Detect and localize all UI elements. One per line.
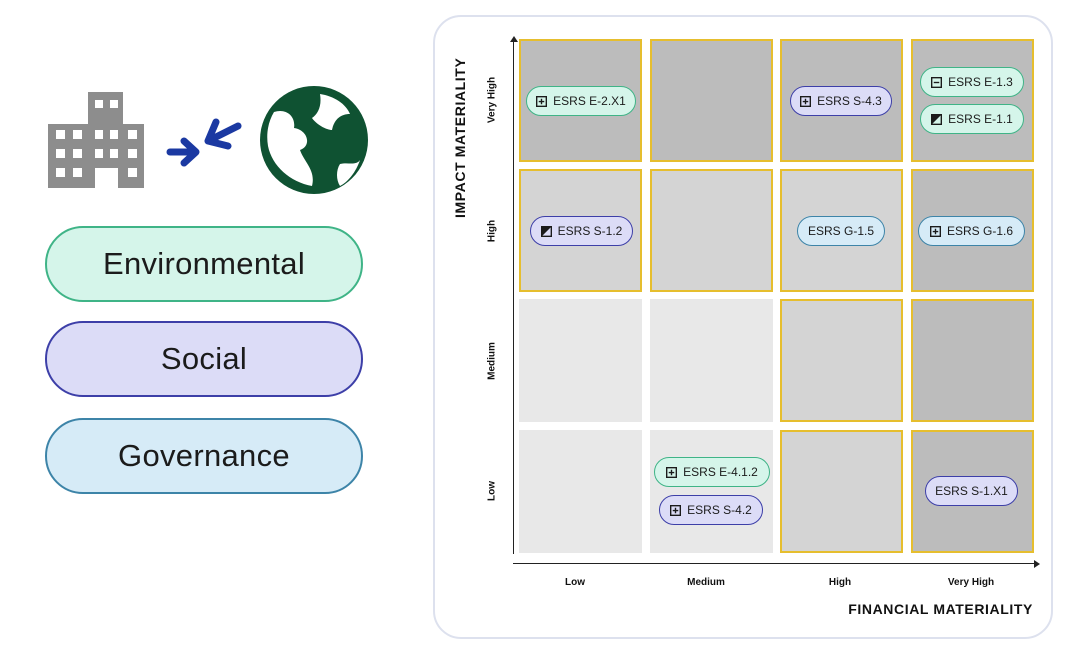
col-label-low: Low <box>565 577 585 588</box>
plus-square-icon <box>536 95 548 107</box>
building-icon <box>48 92 144 188</box>
tag-label: ESRS S-1.2 <box>557 224 623 238</box>
tag-esrs-e-2-x1[interactable]: ESRS E-2.X1 <box>526 86 636 116</box>
tag-label: ESRS E-4.1.2 <box>683 465 758 479</box>
cell-high-medium <box>650 169 773 292</box>
plus-square-icon <box>670 504 682 516</box>
col-label-high: High <box>828 577 852 588</box>
tag-label: ESRS E-2.X1 <box>553 94 626 108</box>
governance-category: Governance <box>45 418 363 494</box>
converging-arrows-icon <box>166 118 242 167</box>
plus-square-icon <box>929 225 941 237</box>
social-category: Social <box>45 321 363 397</box>
cell-veryhigh-veryhigh <box>911 39 1034 162</box>
cell-medium-medium <box>650 299 773 422</box>
governance-label: Governance <box>118 438 290 473</box>
cell-low-low <box>519 430 642 553</box>
y-axis-line <box>513 40 514 554</box>
tag-esrs-e-1-1[interactable]: ESRS E-1.1 <box>920 104 1024 134</box>
cell-medium-low <box>519 299 642 422</box>
tag-label: ESRS E-1.1 <box>948 112 1013 126</box>
tag-label: ESRS E-1.3 <box>948 75 1013 89</box>
col-label-medium: Medium <box>687 577 725 588</box>
environmental-label: Environmental <box>102 246 306 281</box>
tag-esrs-g-1-5[interactable]: ESRS G-1.5 <box>797 216 885 246</box>
tag-esrs-e-4-1-2[interactable]: ESRS E-4.1.2 <box>654 457 770 487</box>
tag-label: ESRS S-4.3 <box>817 94 882 108</box>
half-square-icon <box>540 225 552 237</box>
x-axis-title: FINANCIAL MATERIALITY <box>848 601 1033 617</box>
cell-medium-high <box>780 299 903 422</box>
plus-square-icon <box>800 95 812 107</box>
tag-esrs-s-4-3[interactable]: ESRS S-4.3 <box>790 86 892 116</box>
tag-label: ESRS S-4.2 <box>687 503 752 517</box>
plus-square-icon <box>666 466 678 478</box>
tag-esrs-s-1-2[interactable]: ESRS S-1.2 <box>530 216 633 246</box>
tag-label: ESRS S-1.X1 <box>935 484 1008 498</box>
tag-esrs-s-1-x1[interactable]: ESRS S-1.X1 <box>925 476 1018 506</box>
minus-square-icon <box>931 76 943 88</box>
social-label: Social <box>160 341 248 376</box>
half-square-icon <box>931 113 943 125</box>
globe-icon <box>260 86 368 194</box>
tag-label: ESRS G-1.5 <box>807 224 875 238</box>
tag-esrs-g-1-6[interactable]: ESRS G-1.6 <box>918 216 1025 246</box>
cell-veryhigh-medium <box>650 39 773 162</box>
tag-esrs-e-1-3[interactable]: ESRS E-1.3 <box>920 67 1024 97</box>
tag-esrs-s-4-2[interactable]: ESRS S-4.2 <box>659 495 763 525</box>
tag-label: ESRS G-1.6 <box>946 224 1014 238</box>
environmental-category: Environmental <box>45 226 363 302</box>
x-axis-arrowhead <box>1034 560 1040 568</box>
col-label-very-high: Very High <box>947 577 995 588</box>
y-axis-arrowhead <box>510 36 518 42</box>
cell-low-high <box>780 430 903 553</box>
x-axis-line <box>513 563 1036 564</box>
cell-medium-veryhigh <box>911 299 1034 422</box>
cell-low-medium <box>650 430 773 553</box>
